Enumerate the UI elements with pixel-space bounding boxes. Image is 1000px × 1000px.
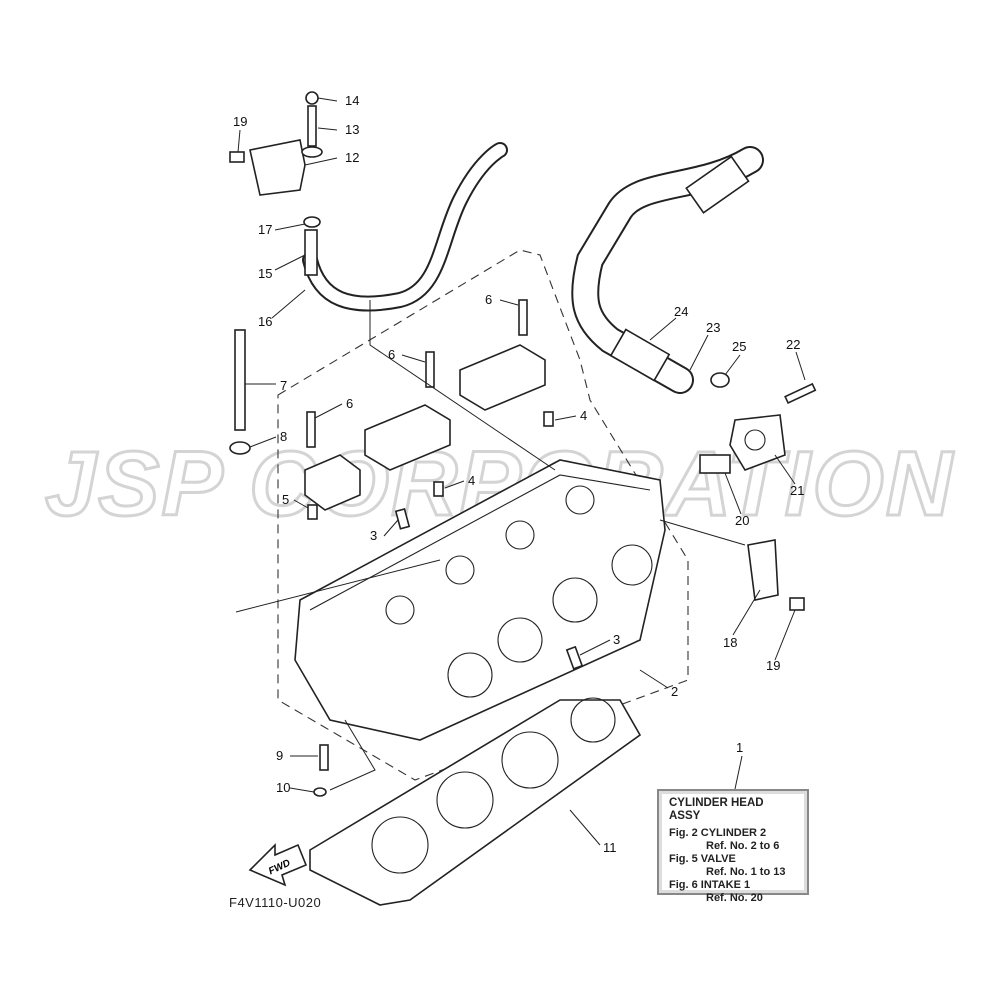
callout-8: 8 [280,429,287,444]
callout-6: 6 [485,292,492,307]
cam-cap [304,454,361,511]
callout-23: 23 [706,320,720,335]
callout-3: 3 [613,632,620,647]
callout-21: 21 [790,483,804,498]
cam-cap [459,344,546,411]
bolt-6 [306,411,316,448]
callout-6: 6 [388,347,395,362]
callout-10: 10 [276,780,290,795]
boot-24 [609,328,671,382]
bolt-6 [425,351,435,388]
info-box: CYLINDER HEAD ASSY Fig. 2 CYLINDER 2 Ref… [657,789,809,904]
callout-6: 6 [346,396,353,411]
callout-20: 20 [735,513,749,528]
callout-2: 2 [671,684,678,699]
callout-14: 14 [345,93,359,108]
thermostat-20 [699,454,731,474]
bolt-9 [319,744,329,771]
hose-end [685,155,750,214]
callout-11: 11 [603,840,617,855]
pipe-15 [304,229,318,276]
callout-4: 4 [468,473,475,488]
diagram-code: F4V1110-U020 [229,895,322,910]
assembly-outline [277,249,689,781]
bolt-22 [784,382,817,405]
gasket-11 [309,699,642,906]
bolt-6 [518,299,528,336]
cam-cap [364,404,451,471]
info-ref: Ref. No. 20 [706,892,763,904]
callout-9: 9 [276,748,283,763]
clip-17 [303,216,321,228]
callout-7: 7 [280,378,287,393]
info-ref: Ref. No. 2 to 6 [706,840,780,852]
washer-8 [229,441,251,455]
info-fig: Fig. 6 INTAKE 1 [669,879,751,891]
callout-22: 22 [786,337,800,352]
callout-16: 16 [258,314,272,329]
clamp-25 [710,372,730,388]
bolt-7 [234,329,246,431]
bolt-19 [229,151,245,163]
callout-18: 18 [723,635,737,650]
callout-1: 1 [736,740,743,755]
cap-14 [305,91,319,105]
callout-4: 4 [580,408,587,423]
callout-13: 13 [345,122,359,137]
info-fig: Fig. 5 VALVE [669,853,736,865]
callout-25: 25 [732,339,746,354]
callout-12: 12 [345,150,359,165]
bracket-12 [249,139,306,196]
callout-15: 15 [258,266,272,281]
cylinder-head-2 [294,459,666,741]
info-box-title: CYLINDER HEAD ASSY [669,797,764,822]
fwd-arrow-icon: FWD [248,843,308,887]
callout-19: 19 [233,114,247,129]
callout-19: 19 [766,658,780,673]
callout-24: 24 [674,304,688,319]
callout-17: 17 [258,222,272,237]
housing-21 [729,414,786,471]
info-ref: Ref. No. 1 to 13 [706,866,786,878]
fitting-13 [307,105,317,147]
callout-5: 5 [282,492,289,507]
washer-10 [313,787,327,797]
callout-3: 3 [370,528,377,543]
bracket-18 [747,539,779,601]
bolt-19 [789,597,805,611]
info-fig: Fig. 2 CYLINDER 2 [669,827,767,839]
